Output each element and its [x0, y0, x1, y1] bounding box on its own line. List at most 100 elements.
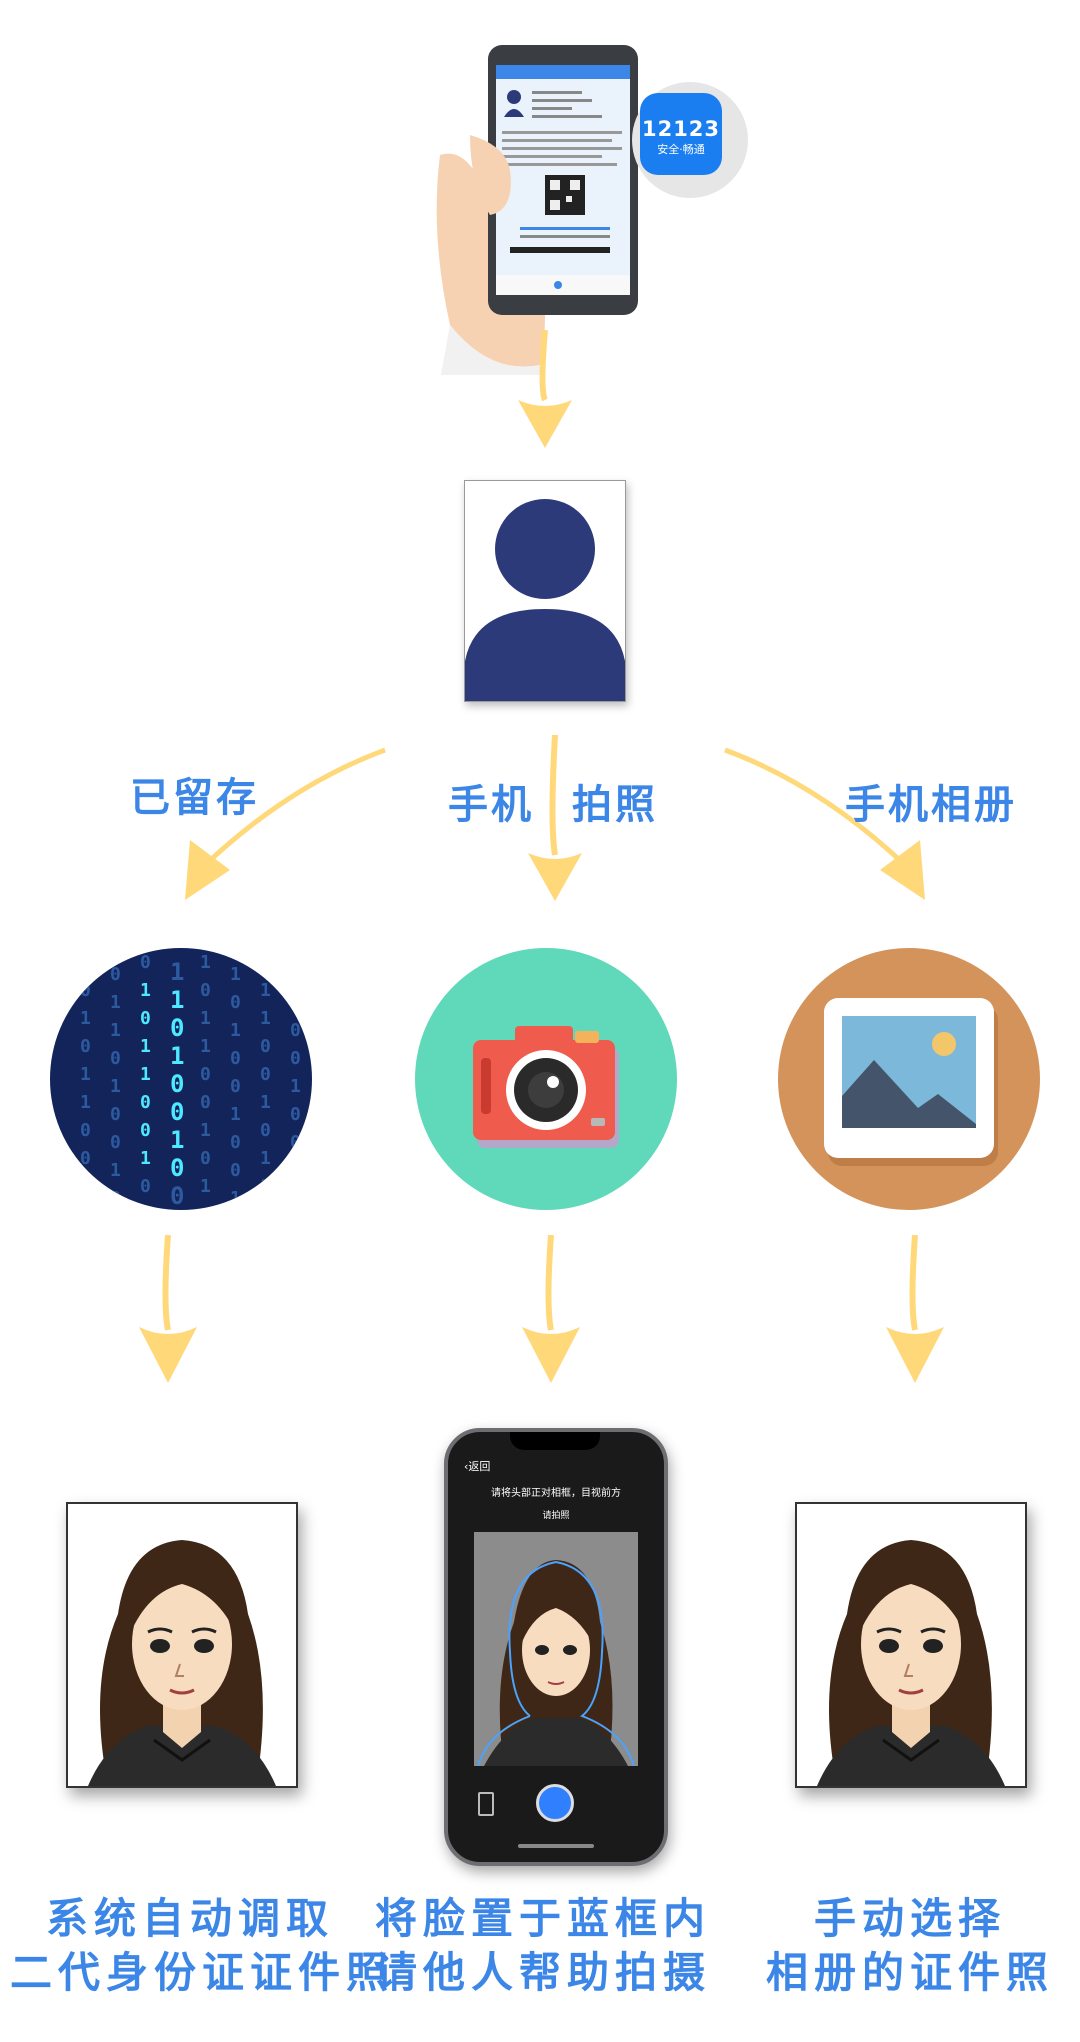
binary-digit: 0 — [200, 1064, 211, 1085]
id-card-portrait-left — [66, 1502, 298, 1788]
binary-digit: 0 — [110, 1132, 121, 1153]
photo-album-icon — [778, 948, 1040, 1210]
caption-right-line1: 手动选择 — [813, 1894, 1006, 1943]
binary-digit: 0 — [290, 1020, 301, 1041]
caption-middle-line2: 请他人帮助拍摄 — [375, 1948, 712, 1997]
app-icon: 12123 安全·畅通 — [640, 117, 722, 157]
license-phone-illustration: 12123 安全·畅通 — [430, 35, 770, 375]
camera-instruction: 请将头部正对相框，目视前方 — [491, 1488, 621, 1499]
binary-digit: 0 — [260, 1064, 271, 1085]
binary-digit: 0 — [110, 964, 121, 985]
binary-digit: 0 — [80, 980, 91, 1001]
binary-digit: 1 — [230, 1020, 241, 1041]
caption-middle-line1: 将脸置于蓝框内 — [375, 1894, 712, 1943]
binary-digit: 1 — [260, 1148, 271, 1169]
binary-digit: 1 — [200, 1008, 211, 1029]
label-phone-album: 手机相册 — [845, 782, 1017, 828]
binary-digit: 0 — [170, 1182, 184, 1210]
binary-digit: 0 — [80, 1036, 91, 1057]
arrow-branch-left — [180, 745, 390, 905]
binary-digit: 1 — [230, 964, 241, 985]
label-phone: 手机 — [448, 782, 534, 828]
id-card-portrait-right — [795, 1502, 1027, 1788]
binary-digit: 1 — [80, 1176, 91, 1197]
camera-icon — [415, 948, 677, 1210]
binary-digit: 0 — [170, 1070, 184, 1098]
binary-digit: 1 — [230, 1104, 241, 1125]
camera-viewfinder — [474, 1532, 638, 1766]
binary-digit: 1 — [140, 1148, 151, 1169]
caption-middle: 将脸置于蓝框内 请他人帮助拍摄 — [375, 1892, 705, 2000]
caption-left-line1: 系统自动调取 — [45, 1894, 334, 1943]
binary-digit: 1 — [110, 1160, 121, 1181]
binary-digit: 0 — [140, 1120, 151, 1141]
binary-digit: 0 — [80, 1148, 91, 1169]
binary-digit: 1 — [80, 1064, 91, 1085]
binary-digit: 0 — [140, 1176, 151, 1197]
arrow-branch-right — [720, 745, 930, 905]
chevron-left-icon: ‹ — [464, 1460, 469, 1473]
binary-digit: 1 — [110, 992, 121, 1013]
binary-digit: 1 — [260, 1092, 271, 1113]
binary-digit: 0 — [110, 1188, 121, 1209]
flashlight-icon[interactable] — [478, 1792, 494, 1816]
binary-digit: 0 — [290, 1188, 301, 1209]
app-icon-number: 12123 — [641, 117, 721, 141]
binary-digit: 0 — [110, 1048, 121, 1069]
label-stored: 已留存 — [130, 775, 259, 821]
binary-digit: 1 — [80, 1008, 91, 1029]
binary-digit: 0 — [260, 1036, 271, 1057]
binary-digit: 0 — [110, 1104, 121, 1125]
caption-left: 系统自动调取 二代身份证证件照 — [10, 1892, 388, 2000]
binary-digit: 0 — [140, 952, 151, 973]
binary-digit: 0 — [290, 1132, 301, 1153]
binary-digit: 1 — [290, 992, 301, 1013]
binary-digit: 1 — [230, 1188, 241, 1209]
binary-digit: 0 — [80, 952, 91, 973]
binary-digit: 0 — [260, 952, 271, 973]
camera-prompt: 请拍照 — [542, 1511, 570, 1521]
label-take-photo: 拍照 — [572, 782, 658, 828]
caption-right-line2: 相册的证件照 — [765, 1948, 1054, 1997]
binary-digit: 1 — [260, 1176, 271, 1197]
id-photo-placeholder — [464, 480, 626, 702]
binary-digit: 1 — [260, 1008, 271, 1029]
binary-digit: 0 — [140, 1008, 151, 1029]
binary-digit: 1 — [110, 1076, 121, 1097]
binary-digit: 1 — [170, 1042, 184, 1070]
shutter-button[interactable] — [536, 1784, 574, 1822]
binary-digit: 0 — [170, 1154, 184, 1182]
binary-digit: 1 — [170, 986, 184, 1014]
camera-back-link[interactable]: ‹返回 — [464, 1458, 490, 1474]
arrow-branch-middle — [520, 735, 590, 905]
binary-digit: 1 — [200, 1176, 211, 1197]
binary-digit: 0 — [230, 1160, 241, 1181]
binary-digit: 1 — [200, 1120, 211, 1141]
binary-digit: 0 — [290, 1048, 301, 1069]
binary-digit: 1 — [290, 1160, 301, 1181]
binary-digit: 1 — [80, 1092, 91, 1113]
binary-digit: 0 — [230, 1076, 241, 1097]
binary-digit: 1 — [140, 980, 151, 1001]
binary-digit: 0 — [200, 1092, 211, 1113]
caption-right: 手动选择 相册的证件照 — [750, 1892, 1070, 2000]
binary-digit: 0 — [200, 1148, 211, 1169]
arrow-down-middle — [516, 1235, 586, 1385]
app-icon-slogan: 安全·畅通 — [657, 143, 705, 156]
binary-digit: 1 — [260, 980, 271, 1001]
binary-digit: 0 — [170, 1098, 184, 1126]
arrow-down-left — [133, 1235, 203, 1385]
binary-digit: 0 — [260, 1120, 271, 1141]
binary-digit: 0 — [80, 1120, 91, 1141]
arrow-down-top — [510, 330, 580, 450]
binary-digit: 0 — [230, 992, 241, 1013]
camera-phone: ‹返回 请将头部正对相框，目视前方 请拍照 — [444, 1428, 668, 1866]
binary-digit: 0 — [140, 1092, 151, 1113]
binary-digit: 1 — [290, 1076, 301, 1097]
binary-digit: 1 — [170, 958, 184, 986]
binary-digit: 0 — [170, 1014, 184, 1042]
binary-digit: 1 — [200, 952, 211, 973]
camera-back-label: 返回 — [468, 1460, 491, 1473]
binary-digit: 0 — [230, 1048, 241, 1069]
binary-digit: 1 — [110, 1020, 121, 1041]
